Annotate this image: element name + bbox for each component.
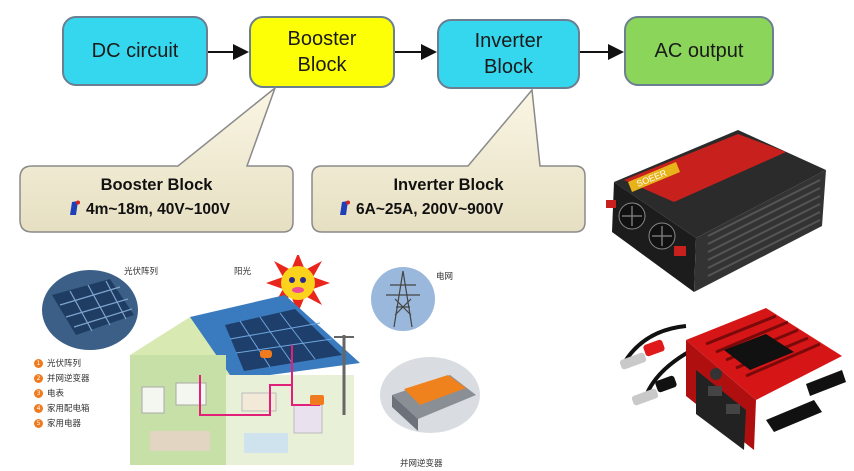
- booster-callout-shape: [19, 85, 294, 233]
- inverter-block: Inverter Block: [437, 19, 580, 89]
- solar-panel-image: [42, 270, 138, 350]
- booster-callout-title: Booster Block: [100, 176, 213, 194]
- legend-number: 1: [34, 359, 43, 368]
- black-inverter-product-image: SOEER: [606, 130, 826, 292]
- inverter-callout-shape: [311, 88, 586, 233]
- booster-callout-spec: 4m~18m, 40V~100V: [86, 201, 230, 218]
- legend-item: 1 光伏阵列: [34, 357, 90, 372]
- pv-array-label: 光伏阵列: [124, 267, 159, 277]
- ac-output-block: AC output: [624, 16, 774, 86]
- legend-item: 4 家用配电箱: [34, 402, 90, 417]
- inverter-callout-spec-row: 6A~25A, 200V~900V: [338, 200, 503, 219]
- legend-item: 2 并网逆变器: [34, 372, 90, 387]
- grid-inverter-image: [380, 357, 480, 433]
- dc-circuit-block: DC circuit: [62, 16, 208, 86]
- booster-callout: Booster Block 4m~18m, 40V~100V: [20, 166, 293, 232]
- brand-logo-icon: [70, 200, 80, 215]
- brand-logo-icon: [340, 200, 350, 215]
- booster-callout-spec-row: 4m~18m, 40V~100V: [68, 200, 230, 219]
- house-graphic: [130, 295, 360, 465]
- sunlight-label: 阳光: [234, 267, 252, 277]
- legend-text: 家用电器: [47, 419, 82, 429]
- legend-item: 3 电表: [34, 387, 90, 402]
- red-inverter-product-image: [619, 308, 846, 450]
- legend-text: 并网逆变器: [47, 374, 90, 384]
- legend-number: 4: [34, 404, 43, 413]
- legend-number: 2: [34, 374, 43, 383]
- legend-text: 光伏阵列: [47, 359, 82, 369]
- legend-text: 电表: [47, 389, 65, 399]
- inverter-callout-title: Inverter Block: [393, 176, 504, 194]
- booster-block: Booster Block: [249, 16, 395, 88]
- solar-house-illustration: [42, 255, 480, 465]
- inverter-callout: Inverter Block 6A~25A, 200V~900V: [312, 166, 585, 232]
- inverter-callout-spec: 6A~25A, 200V~900V: [356, 201, 504, 218]
- grid-inverter-label: 并网逆变器: [400, 459, 443, 469]
- grid-label: 电网: [436, 272, 454, 282]
- legend-number: 5: [34, 419, 43, 428]
- power-pylon-image: [371, 267, 435, 331]
- illustration-legend: 1 光伏阵列 2 并网逆变器 3 电表 4 家用配电箱 5 家用电器: [34, 357, 90, 432]
- legend-item: 5 家用电器: [34, 417, 90, 432]
- legend-text: 家用配电箱: [47, 404, 90, 414]
- legend-number: 3: [34, 389, 43, 398]
